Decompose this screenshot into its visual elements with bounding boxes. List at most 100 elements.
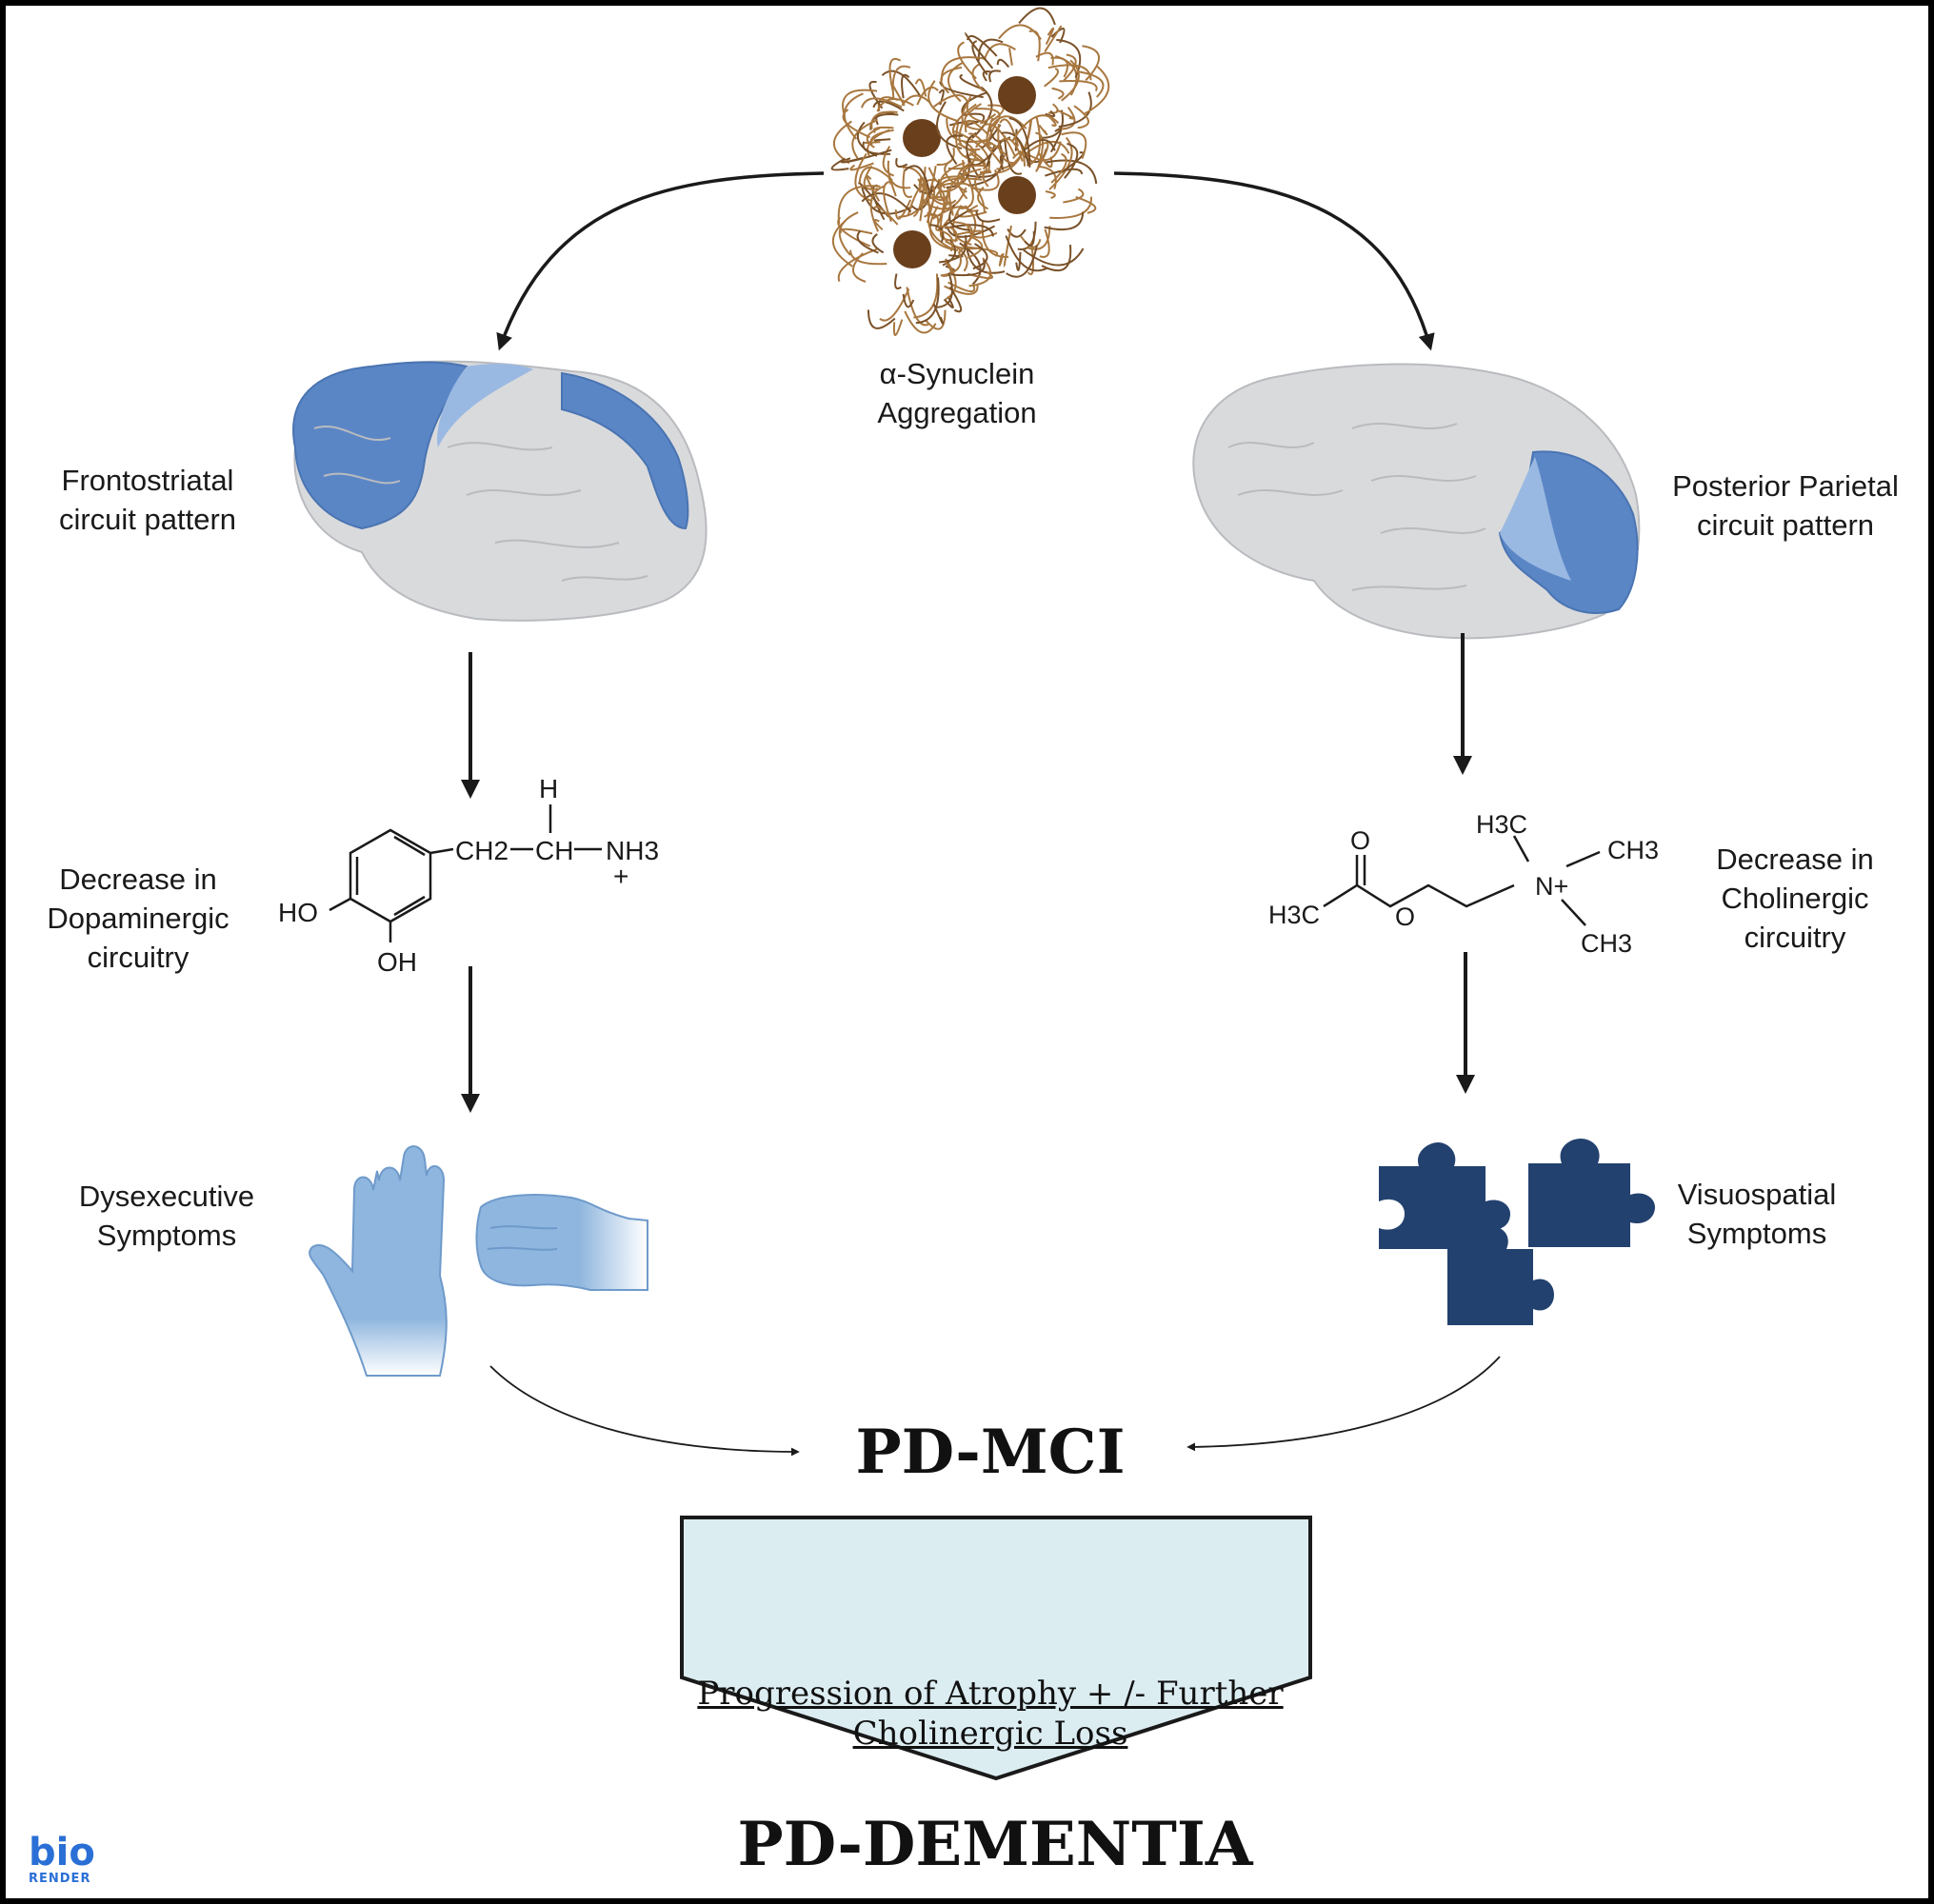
fibril-strand bbox=[888, 58, 902, 92]
fibril-strand bbox=[1045, 27, 1055, 46]
fibril-strand bbox=[887, 160, 911, 189]
fibril-strand bbox=[837, 185, 881, 225]
right-brain-icon bbox=[1192, 363, 1641, 640]
fibril-strand bbox=[1061, 59, 1080, 102]
aggregate-core bbox=[998, 76, 1036, 114]
fibril-strand bbox=[867, 309, 896, 329]
fibril-strand bbox=[879, 288, 910, 322]
fibril-strand bbox=[971, 40, 988, 76]
fibril-strand bbox=[894, 199, 912, 220]
fibril-strand bbox=[1039, 228, 1050, 258]
fibril-strand bbox=[887, 176, 897, 197]
fibril-strand bbox=[883, 181, 892, 223]
fibril-strand bbox=[927, 80, 960, 123]
aggregation-label: α-Synuclein Aggregation bbox=[877, 357, 1037, 429]
fibril-strand bbox=[999, 118, 1020, 147]
fibril-strand bbox=[944, 224, 994, 237]
fibril-strand bbox=[1041, 245, 1072, 271]
fibril-strand bbox=[915, 277, 940, 325]
fibril-strand bbox=[872, 100, 905, 112]
aggregate-core bbox=[893, 230, 931, 268]
fibril-strand bbox=[1063, 188, 1085, 204]
fibril-strand bbox=[1028, 30, 1041, 62]
fibril-strand bbox=[932, 94, 969, 109]
fibril-strand bbox=[944, 284, 979, 295]
fibril-strand bbox=[1049, 128, 1062, 153]
biorender-logo: bio bbox=[29, 1831, 95, 1874]
fibril-strand bbox=[869, 185, 886, 232]
fibril-strand bbox=[837, 248, 878, 283]
fibril-strand bbox=[831, 220, 853, 268]
progression-chevron bbox=[680, 1516, 1312, 1781]
fibril-strand bbox=[856, 121, 878, 157]
fibril-strand bbox=[967, 132, 1003, 166]
fibril-strand bbox=[935, 272, 953, 308]
aggregate-core bbox=[903, 119, 941, 157]
fibril-strand bbox=[901, 73, 910, 99]
fibril-strand bbox=[957, 41, 977, 80]
dopamine-ho-text: HO bbox=[278, 898, 318, 927]
dysexecutive-label: Dysexecutive Symptoms bbox=[78, 1180, 255, 1252]
fibril-strand bbox=[977, 38, 1004, 62]
pd-mci-title: PD-MCI bbox=[855, 1417, 1126, 1488]
fibril-strand bbox=[904, 310, 937, 334]
fibril-strand bbox=[1045, 109, 1056, 118]
arrow-visuospatial-to-mci bbox=[1186, 1356, 1501, 1452]
fibril-strand bbox=[963, 246, 999, 257]
fibril-strand bbox=[1063, 53, 1077, 82]
fibril-strand bbox=[947, 281, 976, 293]
fibril-strand bbox=[830, 157, 849, 171]
fibril-strand bbox=[916, 86, 939, 106]
fibril-strand bbox=[1044, 25, 1063, 52]
fibril-strand bbox=[940, 250, 962, 277]
fibril-strand bbox=[849, 249, 887, 266]
fibril-strand bbox=[1018, 7, 1056, 26]
fibril-strand bbox=[1050, 28, 1066, 44]
fibril-strand bbox=[871, 184, 886, 221]
fibril-strand bbox=[975, 210, 1001, 223]
fibril-strand bbox=[948, 168, 982, 206]
fibril-strand bbox=[942, 261, 952, 277]
fibril-strand bbox=[946, 134, 964, 165]
fibril-strand bbox=[1004, 135, 1023, 175]
ach-ch3-bottom-text: CH3 bbox=[1581, 929, 1632, 958]
fibril-strand bbox=[961, 104, 981, 131]
fibril-strand bbox=[1055, 109, 1074, 120]
fibril-strand bbox=[1026, 140, 1070, 154]
left-brain-icon bbox=[292, 360, 708, 622]
fibril-strand bbox=[838, 211, 859, 256]
fibril-strand bbox=[918, 176, 923, 193]
ach-o-mid-text: O bbox=[1395, 902, 1415, 931]
cholinergic-label: Decrease in Cholinergic circuitry bbox=[1716, 843, 1874, 954]
fibril-strand bbox=[1003, 225, 1012, 268]
fibril-strand bbox=[994, 121, 1032, 174]
synuclein-aggregate-icon bbox=[830, 7, 1110, 336]
fibril-strand bbox=[968, 151, 987, 174]
fibril-strand bbox=[871, 233, 885, 254]
fibril-strand bbox=[1050, 56, 1068, 78]
ach-ch3-right-text: CH3 bbox=[1607, 836, 1659, 864]
fibril-strand bbox=[1059, 80, 1098, 92]
fibril-strand bbox=[866, 174, 881, 202]
fibril-strand bbox=[1011, 114, 1060, 142]
arrow-to-left-brain bbox=[496, 171, 825, 351]
fibril-strand bbox=[1084, 65, 1110, 115]
dopamine-nh3-text: NH3 bbox=[606, 836, 659, 865]
frontostriatal-label: Frontostriatal circuit pattern bbox=[58, 464, 237, 536]
acetylcholine-molecule: O H3C O N+ H3C CH3 CH3 bbox=[1268, 810, 1659, 958]
fibril-strand bbox=[1006, 245, 1038, 278]
fibril-strand bbox=[958, 122, 981, 151]
dopamine-ch2-text: CH2 bbox=[455, 836, 508, 865]
fibril-strand bbox=[982, 123, 1016, 157]
fibril-strand bbox=[1008, 48, 1013, 66]
puzzle-pieces-icon bbox=[1379, 1139, 1655, 1325]
fibril-strand bbox=[842, 109, 870, 139]
dopamine-molecule: H CH2 CH NH3 + HO OH bbox=[278, 774, 659, 977]
fibril-strand bbox=[1046, 159, 1098, 185]
fibril-strand bbox=[1076, 70, 1105, 98]
fibril-strand bbox=[1020, 235, 1042, 248]
fibril-strand bbox=[873, 138, 891, 142]
fibril-strand bbox=[927, 167, 941, 183]
